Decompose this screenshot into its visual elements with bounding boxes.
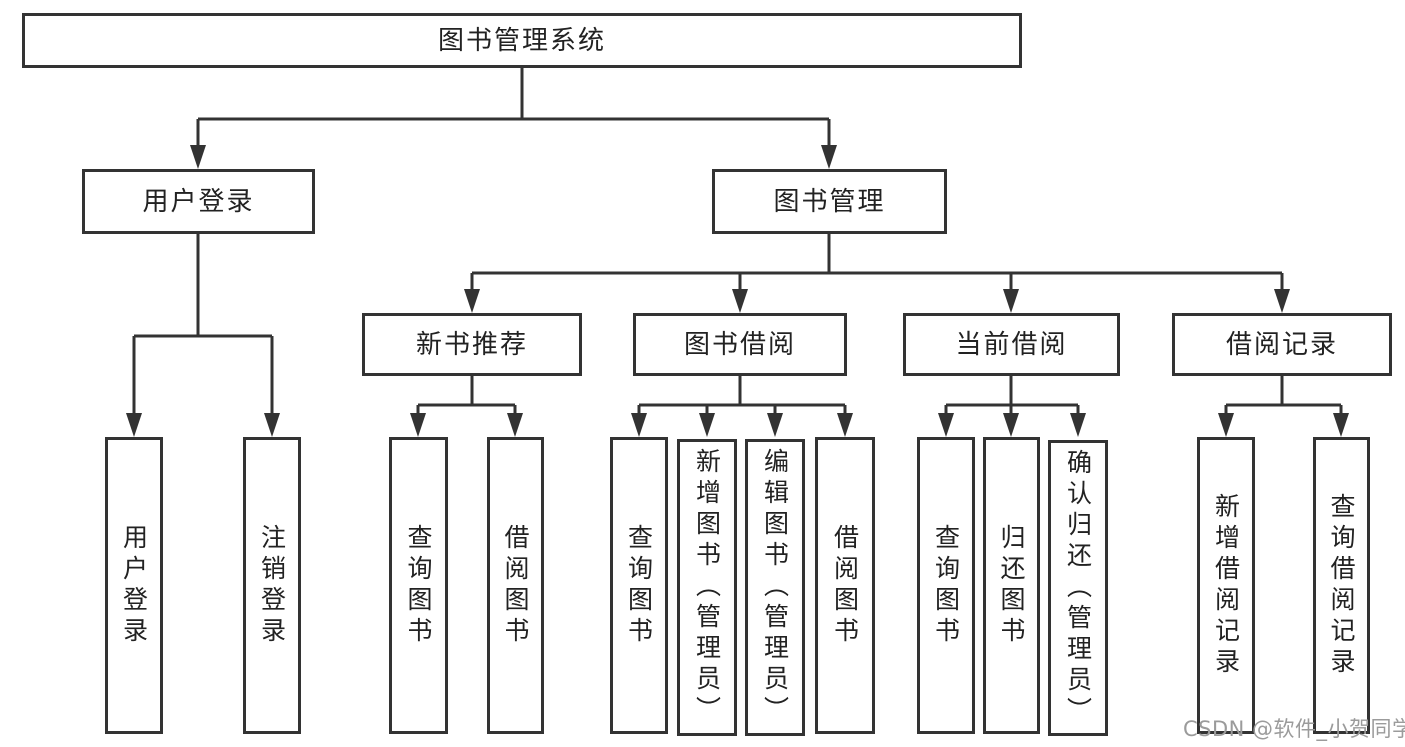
node-label: 用户登录 xyxy=(119,523,149,648)
node-label: 归还图书 xyxy=(997,523,1026,648)
node-current-borrow: 当前借阅 xyxy=(903,313,1120,376)
leaf-edit-books-admin: 编辑图书（管理员） xyxy=(745,439,805,736)
node-label: 当前借阅 xyxy=(955,329,1068,360)
node-book-borrow: 图书借阅 xyxy=(633,313,847,376)
node-new-book-recommend: 新书推荐 xyxy=(362,313,582,376)
leaf-add-books-admin: 新增图书（管理员） xyxy=(677,439,737,736)
node-label: 借阅记录 xyxy=(1225,329,1338,360)
leaf-logout-login: 注销登录 xyxy=(243,437,301,734)
node-label: 查询图书 xyxy=(624,523,654,648)
leaf-query-borrow-record: 查询借阅记录 xyxy=(1313,437,1370,734)
leaf-user-login: 用户登录 xyxy=(105,437,163,734)
node-label: 查询图书 xyxy=(931,523,961,648)
node-label: 查询图书 xyxy=(404,523,433,648)
node-label: 借阅图书 xyxy=(830,523,860,648)
leaf-borrow-books-recommend: 借阅图书 xyxy=(487,437,544,734)
leaf-borrow-books: 借阅图书 xyxy=(815,437,875,734)
node-label: 新书推荐 xyxy=(415,329,528,360)
leaf-add-borrow-record: 新增借阅记录 xyxy=(1197,437,1255,734)
node-label: 查询借阅记录 xyxy=(1327,492,1356,679)
leaf-query-books-recommend: 查询图书 xyxy=(389,437,448,734)
watermark: CSDN @软件_小贺同学 xyxy=(1183,717,1405,741)
node-label: 确认归还（管理员） xyxy=(1063,448,1093,728)
leaf-query-books-borrow: 查询图书 xyxy=(610,437,668,734)
node-label: 图书管理系统 xyxy=(437,25,606,56)
node-label: 图书借阅 xyxy=(683,329,796,360)
node-root: 图书管理系统 xyxy=(22,13,1022,68)
node-label: 新增图书（管理员） xyxy=(692,448,722,727)
node-label: 新增借阅记录 xyxy=(1211,492,1241,679)
node-label: 编辑图书（管理员） xyxy=(760,448,790,727)
node-user-login: 用户登录 xyxy=(82,169,315,234)
node-borrow-records: 借阅记录 xyxy=(1172,313,1392,376)
node-label: 用户登录 xyxy=(142,186,255,217)
node-book-management: 图书管理 xyxy=(712,169,947,234)
leaf-confirm-return-admin: 确认归还（管理员） xyxy=(1048,440,1108,736)
node-label: 注销登录 xyxy=(257,523,287,648)
node-label: 图书管理 xyxy=(773,186,886,217)
leaf-query-books-current: 查询图书 xyxy=(917,437,975,734)
leaf-return-books: 归还图书 xyxy=(983,437,1040,734)
node-label: 借阅图书 xyxy=(501,523,530,648)
